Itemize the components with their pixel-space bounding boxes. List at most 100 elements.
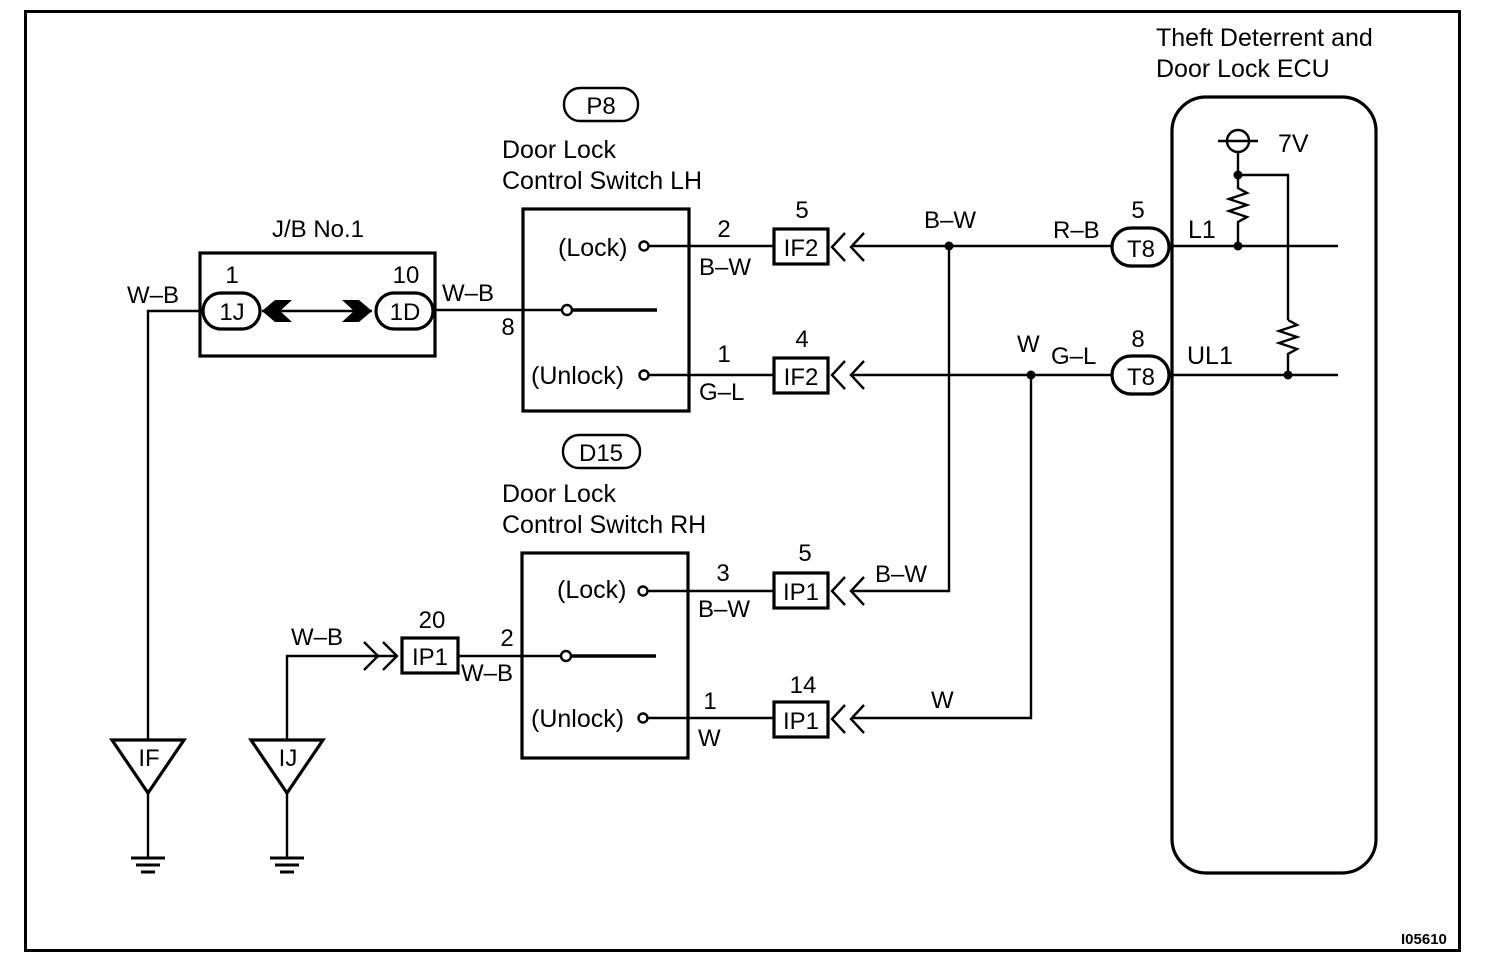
connector-1j [201,291,262,331]
wire-color-unlock-bus: W [1017,331,1040,358]
rh-switch: D15 Door Lock Control Switch RH (Lock) (… [458,433,706,760]
wire-color-lh-unlock: G–L [699,379,744,406]
rh-connector-code-badge [561,433,642,470]
lh-pin-common: 8 [501,314,514,341]
ground-point-ij: IJ [247,738,327,874]
chevron-ip1-unlock-icon [830,704,846,734]
rh-connector-code: D15 [579,440,623,467]
rh-unlock-label: (Unlock) [531,705,624,733]
chevron-ip1-lock-icon [830,576,846,606]
connector-1d [374,291,435,331]
ground-triangle-if-icon [108,738,188,796]
rh-title-line2: Control Switch RH [502,511,706,539]
ground-triangle-ij-icon [247,738,327,796]
connector-ip1-ground-label: IP1 [412,644,448,671]
jb-pin-1j: 1 [225,262,238,289]
ip1-lock-pin: 5 [798,540,811,567]
rh-pin-lock: 3 [716,560,729,587]
connector-if2-lock-label: IF2 [784,235,819,262]
resistor-ul1-icon [1275,318,1301,375]
ecu-title-line1: Theft Deterrent and [1156,24,1373,52]
ground-label-ij: IJ [279,745,298,772]
if2-lock-pin: 5 [795,197,808,224]
chevron-if2-lock-icon-2 [849,232,865,262]
wire-color-t8-lock: R–B [1053,217,1100,244]
wire-color-t8-unlock: G–L [1051,343,1096,370]
wire-ip1-to-ij [285,654,397,740]
connector-ip1-ground [400,636,460,675]
chevron-ip1-lock-icon-2 [849,576,865,606]
outer-frame [24,10,1461,952]
connector-if2-lock [772,227,830,266]
chevron-ip1-unlock-icon-2 [849,704,865,734]
wire-color-rh-ground-out: W–B [461,660,513,687]
chevron-if2-unlock-icon-2 [849,360,865,390]
wire-color-rh-lock-in: B–W [875,561,927,588]
lh-connector-code-badge [562,86,640,123]
arrowhead-right-icon [342,300,372,322]
rh-title-line1: Door Lock [502,480,616,508]
connector-if2-unlock [772,356,830,395]
ground-symbol-if-icon [131,856,165,874]
wire-unlock-to-rh [852,375,1033,720]
jb-box [198,251,437,358]
ecu-terminal-ul1: UL1 [1187,342,1233,370]
ecu-title-line2: Door Lock ECU [1156,55,1330,83]
lh-unlock-label: (Unlock) [531,362,624,390]
connector-if2-unlock-label: IF2 [784,364,819,391]
lh-switch: P8 Door Lock Control Switch LH (Lock) (U… [502,86,702,413]
connector-t8-unlock-label: T8 [1127,364,1155,391]
ecu: Theft Deterrent and Door Lock ECU 7V L1 … [1156,24,1378,875]
ecu-terminal-l1: L1 [1188,216,1216,244]
ground-point-if: IF [108,738,188,874]
t8-unlock-pin: 8 [1131,326,1144,353]
supply-branch-wire [1238,173,1290,320]
wire-color-rh-ground-in: W–B [291,624,343,651]
rh-lock-label: (Lock) [557,576,626,604]
wire-color-lh-lock: B–W [699,254,751,281]
connector-1j-label: 1J [219,299,244,326]
connector-ip1-unlock [772,700,830,739]
wire-color-rh-unlock-in: W [931,687,954,714]
lh-pin-unlock: 1 [717,341,730,368]
lh-common-contact [560,303,574,317]
lh-connector-code: P8 [586,93,615,120]
rh-pin-common: 2 [500,625,513,652]
if2-unlock-pin: 4 [795,326,808,353]
connector-t8-lock-label: T8 [1127,236,1155,263]
arrowhead-left-icon [262,300,292,322]
wire-color-jb-left: W–B [127,282,179,309]
wire-lock-to-rh [852,246,951,593]
rh-pin-unlock: 1 [703,688,716,715]
ground-symbol-ij-icon [270,856,304,874]
wire-color-rh-lock-out: B–W [698,596,750,623]
junction-block: J/B No.1 1 10 1J 1D [198,216,437,358]
wire-color-jb-right: W–B [442,280,494,307]
lh-lock-contact [638,240,650,252]
connector-1d-label: 1D [390,299,421,326]
ground-label-if: IF [138,745,159,772]
connector-ip1-lock [772,571,830,610]
jb-pin-1d: 10 [393,262,420,289]
lh-title-line1: Door Lock [502,136,616,164]
wire-color-rh-unlock-out: W [698,725,721,752]
wire-jb-to-if [146,309,202,740]
ecu-supply-voltage: 7V [1278,130,1309,158]
lh-unlock-contact [638,369,650,381]
chevron-if2-lock-icon [830,232,846,262]
lh-lock-label: (Lock) [558,234,627,262]
ip1-ground-pin: 20 [419,607,446,634]
connector-ip1-lock-label: IP1 [783,579,819,606]
ip1-unlock-pin: 14 [790,672,817,699]
rh-unlock-contact [637,712,649,724]
lh-pin-lock: 2 [717,216,730,243]
wire-color-lock-bus: B–W [924,207,976,234]
rh-common-contact [559,649,573,663]
rh-lock-contact [637,585,649,597]
jb-title: J/B No.1 [272,216,364,243]
connector-ip1-unlock-label: IP1 [783,708,819,735]
chevron-if2-unlock-icon [830,360,846,390]
resistor-l1-icon [1225,175,1251,246]
ecu-box [1170,95,1378,875]
